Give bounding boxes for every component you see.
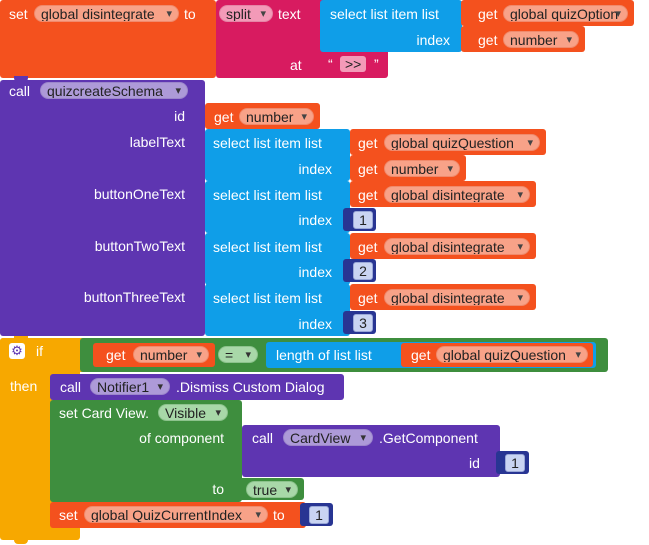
variable-dropdown-number[interactable]: number: [133, 346, 209, 363]
then-keyword: then: [10, 378, 38, 394]
operator-dropdown[interactable]: =: [218, 346, 258, 363]
variable-dropdown-quizquestion[interactable]: global quizQuestion: [384, 134, 540, 151]
at-keyword: at: [290, 57, 302, 73]
number-value[interactable]: 1: [353, 211, 373, 229]
length-of-list-label: length of list list: [276, 347, 372, 363]
get-keyword: get: [411, 347, 431, 363]
set-keyword: set: [59, 507, 78, 523]
get-keyword: get: [214, 109, 234, 125]
component-dropdown-notifier[interactable]: Notifier1: [90, 378, 170, 395]
call-keyword: call: [252, 430, 274, 446]
variable-dropdown-disintegrate[interactable]: global disintegrate: [34, 5, 179, 22]
index-label: index: [298, 161, 332, 177]
select-list-item-block-button-one[interactable]: [205, 181, 350, 233]
variable-dropdown-quizquestion[interactable]: global quizQuestion: [436, 346, 588, 363]
select-list-item-block-question[interactable]: [205, 129, 350, 181]
select-list-item-block-option[interactable]: [320, 0, 462, 52]
set-card-view-label: set Card View.: [59, 405, 150, 421]
variable-dropdown-disintegrate[interactable]: global disintegrate: [384, 289, 530, 306]
to-keyword: to: [184, 6, 196, 22]
select-list-item-block-button-three[interactable]: [205, 284, 350, 336]
get-keyword: get: [358, 135, 378, 151]
method-label: .GetComponent: [379, 430, 478, 446]
select-list-item-block-button-two[interactable]: [205, 233, 350, 285]
block-notch: [14, 538, 28, 544]
param-label-id: id: [174, 108, 185, 124]
procedure-dropdown[interactable]: quizcreateSchema: [40, 82, 188, 99]
call-keyword: call: [60, 379, 82, 395]
variable-dropdown-number[interactable]: number: [239, 108, 314, 125]
number-value[interactable]: 1: [309, 506, 329, 524]
close-quote: ”: [374, 56, 379, 72]
select-list-item-label: select list item list: [213, 187, 322, 203]
call-keyword: call: [9, 83, 31, 99]
select-list-item-label: select list item list: [213, 135, 322, 151]
get-keyword: get: [358, 161, 378, 177]
index-label: index: [298, 316, 332, 332]
select-list-item-label: select list item list: [213, 290, 322, 306]
property-dropdown[interactable]: Visible: [158, 404, 228, 421]
block-notch: [14, 336, 28, 342]
index-label: index: [416, 32, 450, 48]
variable-dropdown-disintegrate[interactable]: global disintegrate: [384, 186, 530, 203]
get-keyword: get: [106, 347, 126, 363]
variable-dropdown-quizoption[interactable]: global quizOption: [503, 5, 628, 22]
if-keyword: if: [36, 343, 43, 359]
number-value[interactable]: 3: [353, 314, 373, 332]
string-value[interactable]: >>: [340, 56, 367, 72]
get-keyword: get: [478, 6, 498, 22]
component-dropdown-cardview[interactable]: CardView: [283, 429, 373, 446]
select-list-item-label: select list item list: [213, 239, 322, 255]
boolean-dropdown[interactable]: true: [246, 481, 298, 498]
get-keyword: get: [358, 187, 378, 203]
number-value[interactable]: 1: [505, 454, 525, 472]
id-label: id: [469, 455, 480, 471]
variable-dropdown-number[interactable]: number: [503, 31, 579, 48]
string-literal-block[interactable]: “ >> ”: [320, 54, 388, 74]
to-keyword: to: [273, 507, 285, 523]
text-keyword: text: [278, 6, 301, 22]
of-component-label: of component: [139, 430, 224, 446]
set-keyword: set: [9, 6, 28, 22]
call-quizcreateschema-block[interactable]: [0, 80, 205, 336]
param-label-buttonthreetext: buttonThreeText: [83, 289, 185, 305]
open-quote: “: [328, 56, 333, 72]
get-keyword: get: [358, 290, 378, 306]
get-keyword: get: [478, 32, 498, 48]
split-op-dropdown[interactable]: split: [219, 5, 273, 22]
index-label: index: [298, 212, 332, 228]
gear-icon[interactable]: ⚙: [9, 343, 25, 359]
to-keyword: to: [212, 481, 224, 497]
number-value[interactable]: 2: [353, 262, 373, 280]
param-label-buttononetext: buttonOneText: [93, 186, 185, 202]
block-notch: [14, 76, 28, 82]
get-keyword: get: [358, 239, 378, 255]
variable-dropdown-number[interactable]: number: [384, 160, 460, 177]
param-label-labeltext: labelText: [129, 134, 185, 150]
index-label: index: [298, 264, 332, 280]
variable-dropdown-disintegrate[interactable]: global disintegrate: [384, 238, 530, 255]
param-label-buttontwotext: buttonTwoText: [94, 238, 185, 254]
method-label: .Dismiss Custom Dialog: [176, 379, 325, 395]
variable-dropdown-quizcurrentindex[interactable]: global QuizCurrentIndex: [84, 506, 268, 523]
select-list-item-label: select list item list: [330, 6, 439, 22]
